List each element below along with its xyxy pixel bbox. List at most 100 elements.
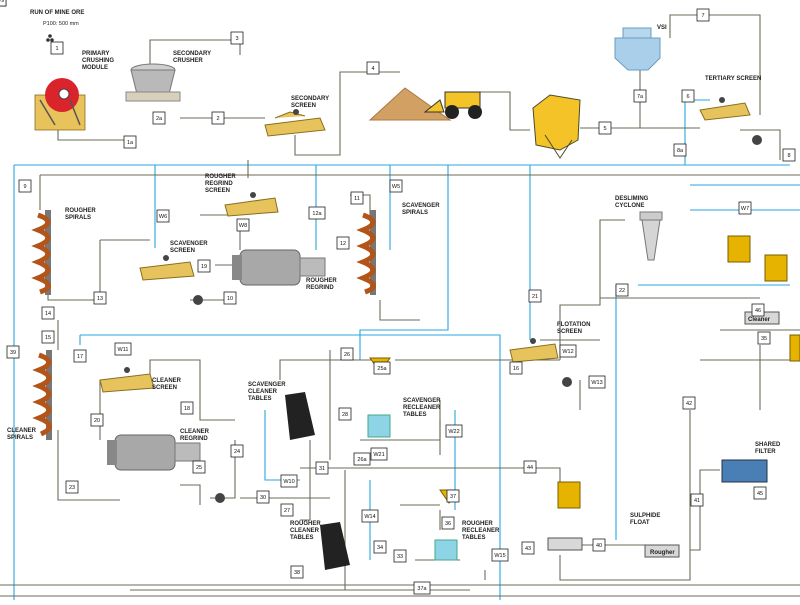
stream-tag: 16	[509, 361, 523, 375]
rougher-regrind-mill	[232, 249, 326, 286]
stream-tag-label: 44	[527, 465, 533, 471]
stream-tag-label: W14	[364, 514, 375, 520]
stream-tag: 2	[211, 111, 225, 125]
stream-tag-label: 21	[532, 294, 538, 300]
stream-tag: 38	[290, 565, 304, 579]
stream-tags: 11a22a345677a88a9W6W8111212aW5W719101314…	[0, 0, 796, 595]
stream-tag: 43	[521, 541, 535, 555]
stream-tag: W9	[0, 0, 7, 7]
stream-tag-label: 1	[55, 46, 58, 52]
tertiary-screen-label: TERTIARY SCREEN	[705, 76, 761, 82]
stream-tag-label: 26	[344, 352, 350, 358]
stream-tag: 5	[598, 121, 612, 135]
desliming-cyclone	[639, 211, 663, 261]
stream-tag-label: 27	[284, 508, 290, 514]
stream-tag: 3	[230, 31, 244, 45]
stream-tag: W21	[370, 447, 388, 461]
stream-tag: 25	[192, 460, 206, 474]
stream-tag-label: 12a	[312, 211, 322, 217]
stream-tag-label: 30	[260, 495, 266, 501]
stream-tag-label: 39	[10, 350, 16, 356]
shared-filter	[721, 459, 768, 483]
stream-tag-label: 9	[23, 184, 26, 190]
flotation-tanks	[557, 235, 800, 509]
stream-tag-label: W9	[0, 0, 4, 4]
stream-tag: 26a	[353, 452, 371, 466]
stream-tag: 12a	[308, 206, 326, 220]
stream-tag-label: 28	[342, 412, 348, 418]
stream-tag-label: 18	[184, 406, 190, 412]
process-lines	[0, 14, 800, 597]
stream-tag-label: 37a	[417, 586, 427, 592]
stream-tag-label: 33	[397, 554, 403, 560]
stream-tag-label: W5	[392, 184, 400, 190]
stream-tag: 20	[90, 413, 104, 427]
stream-tag: 45	[753, 486, 767, 500]
stream-tag-label: 46	[755, 308, 761, 314]
stream-tag: 24	[230, 444, 244, 458]
spirals	[31, 210, 376, 440]
stream-tag: 28	[338, 407, 352, 421]
stream-tag: 21	[528, 289, 542, 303]
stream-tag-label: 22	[619, 288, 625, 294]
stream-tag-label: 24	[234, 449, 240, 455]
stream-tag-label: 2a	[156, 116, 163, 122]
stream-tag-label: 34	[377, 545, 383, 551]
vsi-crusher	[614, 27, 661, 71]
cleaner-cell-label: Cleaner	[748, 317, 771, 323]
stream-tag: 10	[223, 291, 237, 305]
stream-tag: 13	[93, 291, 107, 305]
stream-tag: 19	[197, 259, 211, 273]
stream-tag-label: 6	[686, 94, 689, 100]
vsi-label: VSI	[657, 25, 667, 31]
stream-tag: 44	[523, 460, 537, 474]
stream-tag-label: W21	[373, 452, 384, 458]
primary-crusher	[34, 34, 86, 131]
stream-tag-label: W11	[118, 347, 129, 353]
stream-tag: W12	[559, 344, 577, 358]
flotation-cells	[547, 311, 780, 558]
stream-tag-label: 37	[450, 494, 456, 500]
stream-tag-label: 31	[319, 466, 325, 472]
stream-tag-label: 38	[294, 570, 300, 576]
pumps	[193, 135, 762, 503]
secondary-screen	[264, 109, 326, 137]
stream-tag: W5	[389, 179, 403, 193]
stream-tag-label: 10	[227, 296, 233, 302]
ore-bin	[532, 94, 581, 159]
stream-tag-label: 14	[45, 311, 51, 317]
stream-tag-label: 41	[694, 498, 700, 504]
stream-tag-label: W8	[239, 223, 247, 229]
stream-tag-label: 20	[94, 418, 100, 424]
stream-tag: 8	[782, 148, 796, 162]
stream-tag-label: 7a	[637, 94, 644, 100]
stream-tag-label: 3	[235, 36, 238, 42]
stream-tag-label: 5	[603, 126, 606, 132]
rougher-cell-label: Rougher	[650, 550, 675, 556]
stream-tag: 40	[592, 538, 606, 552]
stockpile	[368, 87, 482, 121]
stream-tag-label: 16	[513, 366, 519, 372]
stream-tag: 27	[280, 503, 294, 517]
stream-tag: W22	[445, 424, 463, 438]
stream-tag: 42	[682, 396, 696, 410]
flotation-screen	[509, 338, 559, 363]
stream-tag-label: 40	[596, 543, 602, 549]
stream-tag-label: W12	[562, 349, 573, 355]
stream-tag-label: 45	[757, 491, 763, 497]
rougher-spiral	[31, 210, 51, 295]
stream-tag: 7	[696, 8, 710, 22]
stream-tag: 30	[256, 490, 270, 504]
